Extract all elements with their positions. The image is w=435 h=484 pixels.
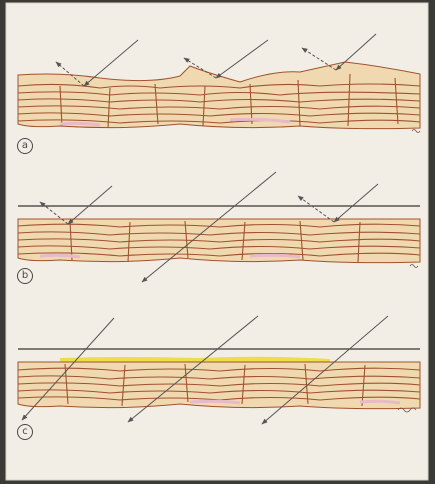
panel-label-b: b [17,268,33,284]
panel-label-c: c [17,424,33,440]
panel-label-a: a [17,138,33,154]
